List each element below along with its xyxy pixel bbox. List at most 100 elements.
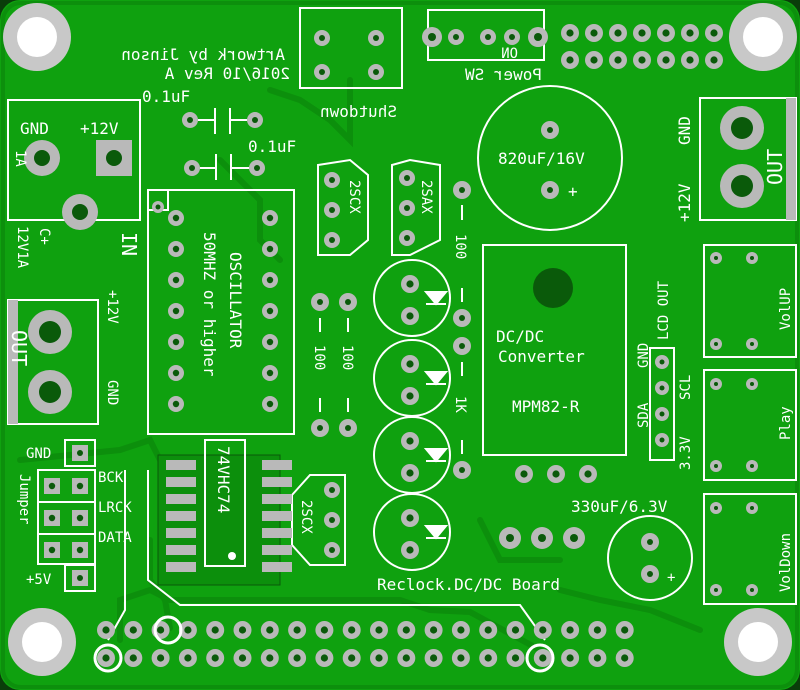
led-outline [373,493,451,571]
dcdc-line3: MPM82-R [512,397,580,416]
header-top-pin-hole [710,29,718,37]
ic-pad [166,460,196,470]
gpio-pin-hole [566,654,574,662]
lcd-gnd-label: GND [636,343,652,368]
led-pad-hole [406,469,414,477]
resistor-100-left: 100 [311,293,329,437]
gpio-pin-hole [511,626,520,634]
osc-pin-hole [172,307,180,315]
gpio-pin-hole [402,654,410,662]
ic-pad [166,494,196,504]
mounting-holes [3,3,797,676]
jumper-pin-hole [48,514,56,522]
gpio-pin-hole [184,626,192,634]
transistor-2scx-top: 2SCX [317,158,369,256]
in-12v1a-label: 12V1A [14,226,30,269]
led-symbol [423,525,449,540]
gpio-pin-hole [102,654,110,662]
header-top-pin-hole [614,56,622,64]
ic-pad [166,562,196,572]
voldown-label: VolDown [778,533,794,592]
led [373,416,451,494]
gpio-pin-hole [129,626,137,634]
led-pad-hole [406,437,414,445]
jumper-pin-hole [76,546,84,554]
gpio-header-bottom [93,615,634,673]
gpio-pin-ring [525,643,555,673]
dcdc-pin-hole [552,470,560,478]
ic-pad [166,545,196,555]
gpio-pin-hole [293,626,301,634]
gpio-pin-hole [402,626,410,634]
header-top-pin-hole [590,56,598,64]
gpio-pin-hole [348,626,356,634]
led-pad-hole [406,546,414,554]
lcd-header: LCD OUT GND SDA SCL 3.3V [636,280,694,470]
lcd-out-label: LCD OUT [656,280,672,340]
dcdc-pin-hole [520,470,528,478]
ic-74vhc74: 74VHC74 [157,439,292,586]
ic-pad [166,528,196,538]
left-out-gnd-label: GND [104,380,120,405]
gpio-pin-hole [484,654,492,662]
gpio-pin-hole [430,654,438,662]
button-play: Play [703,369,797,481]
led-pad-hole [406,392,414,400]
ic-pad [262,494,292,504]
gpio-pin-hole [621,654,629,662]
gpio-pin-hole [293,654,301,662]
left-out-label: OUT [7,330,31,366]
on-label: ON [501,46,518,62]
gpio-pin-hole [129,654,137,662]
gpio-pin-hole [430,626,438,634]
header-top-pin-hole [662,29,670,37]
power-sw-label: Power SW [465,65,542,84]
cap-0.1uF-1: 0.1uF [142,87,263,134]
led-pad-hole [406,312,414,320]
artwork-text: Artwork by Jinson [121,45,285,64]
osc-pin-hole [266,307,274,315]
resistor-100-mid: 100 [339,293,357,437]
dcdc-pin-hole [584,470,592,478]
sc-a-label: 2SCX [346,180,362,214]
revision-text: 2016/10 Rev A [164,64,290,83]
cap2-label: 0.1uF [248,137,296,156]
gpio-pin-hole [348,654,356,662]
r1k-label: 1K [452,396,468,413]
left-out-12v-label: +12V [104,290,120,324]
lrck-label: LRCK [98,500,132,516]
led-pad-hole [406,360,414,368]
cap820-label: 820uF/16V [498,149,585,168]
left-output-terminal: OUT +12V GND [7,290,120,425]
ic-pad [262,528,292,538]
gpio-pin-hole [320,654,328,662]
right-out-gnd-label: GND [675,116,694,145]
osc-pin-hole [172,245,180,253]
led [373,259,451,337]
osc-pin-hole [172,276,180,284]
in-1a-label: 1A [12,150,28,167]
jumper-block: GND BCK LRCK DATA +5V Jumper [16,439,132,592]
gpio-pin-hole [266,626,274,634]
header-top-pin-hole [566,56,574,64]
gpio-pin-hole [457,654,465,662]
dcdc-line2: Converter [498,347,585,366]
osc-line1: OSCILLATOR [226,252,245,349]
transistor-2sax: 2SAX [391,158,441,256]
svg-text:+: + [568,182,578,201]
plus5v-label: +5V [26,572,52,588]
header-top-pin-hole [638,29,646,37]
gpio-pin-hole [238,654,247,662]
gpio-pin-hole [593,626,602,634]
oscillator: OSCILLATOR 50MHZ or higher [147,189,295,435]
jumper-pin-hole [48,482,56,490]
dcdc-line1: DC/DC [496,327,544,346]
osc-pin-hole [266,245,274,253]
header-top-pin-hole [710,56,718,64]
gpio-pin-hole [539,626,547,634]
osc-pin-hole [172,369,180,377]
jumper-pin-hole [48,546,56,554]
in-gnd-label: GND [20,119,49,138]
gpio-pin-ring [153,615,183,645]
gpio-pin-ring [93,643,123,673]
